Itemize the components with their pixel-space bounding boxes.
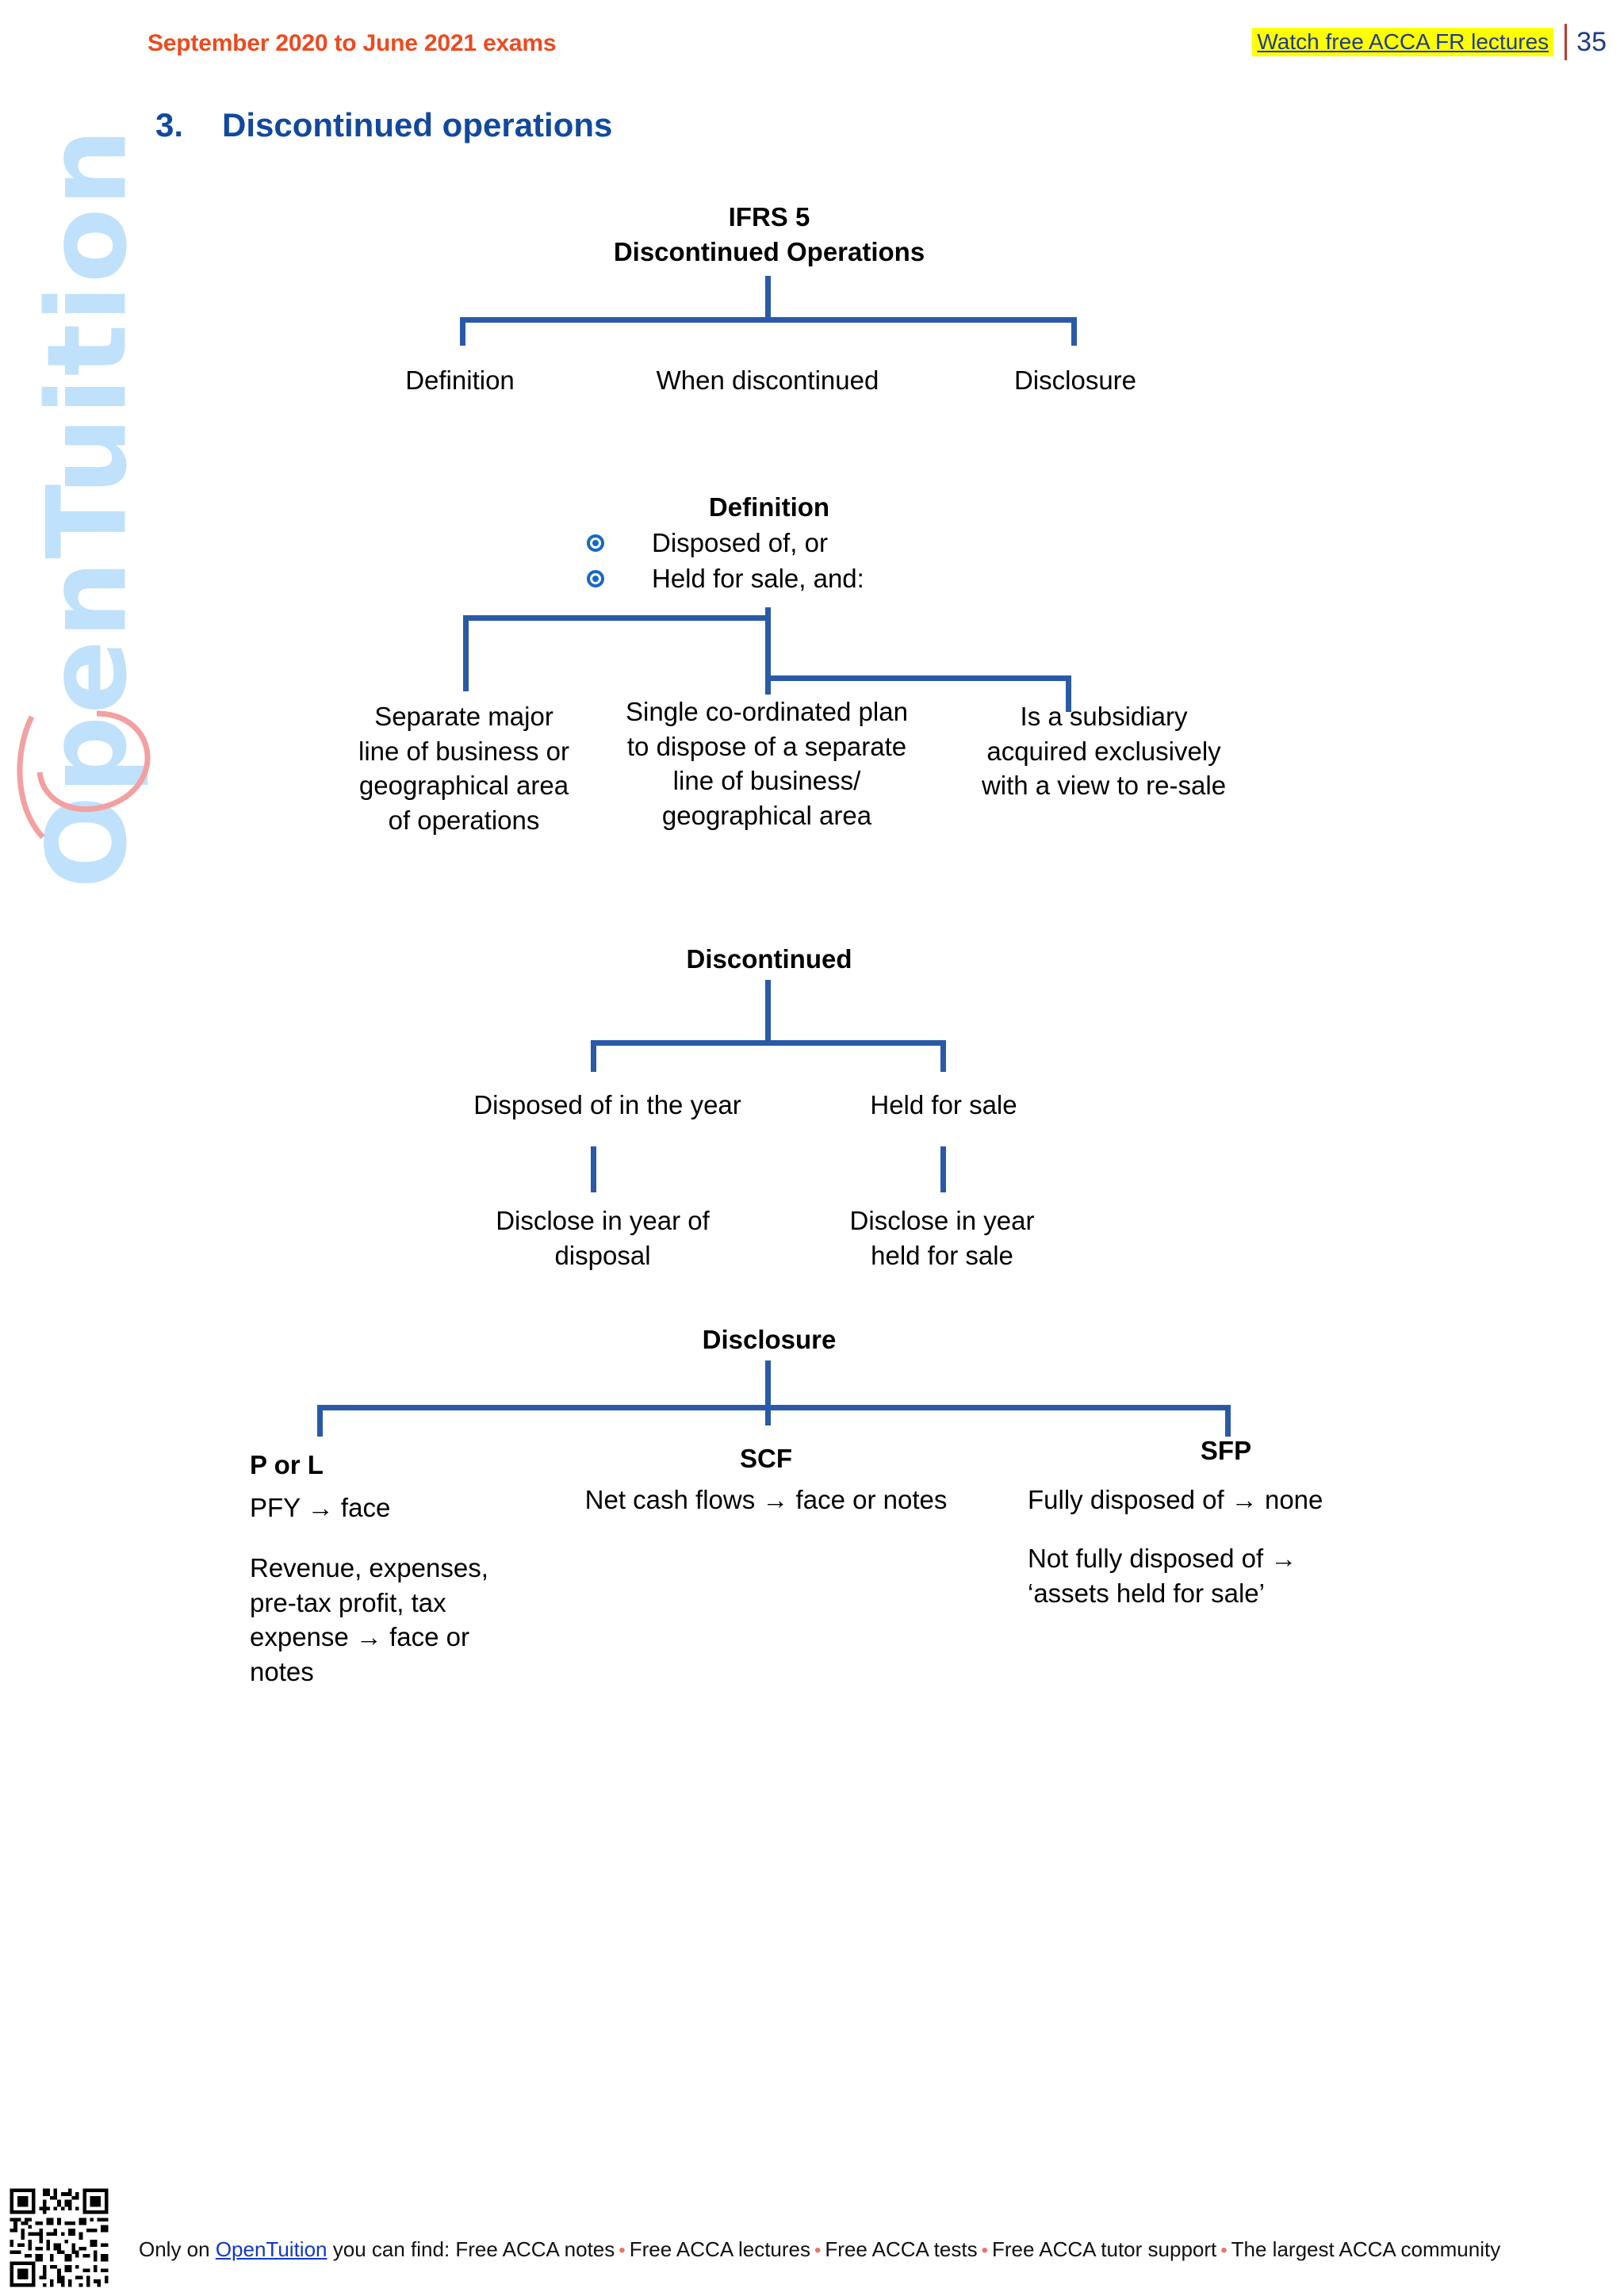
- tree4-col3-body-1: Fully disposed of → none: [1028, 1485, 1323, 1514]
- header-right-group: Watch free ACCA FR lectures 35: [1252, 24, 1607, 60]
- tree4-col1-heading: P or L: [250, 1450, 324, 1479]
- page-header: September 2020 to June 2021 exams Watch …: [0, 0, 1624, 76]
- watch-lectures-link[interactable]: Watch free ACCA FR lectures: [1252, 27, 1554, 57]
- footer-item-0: Free ACCA lectures: [629, 2237, 810, 2261]
- footer-suffix: you can find: Free ACCA notes: [327, 2237, 615, 2261]
- footer-item-3: The largest ACCA community: [1231, 2237, 1501, 2261]
- tree4-col1-body-2: Revenue, expenses, pre-tax profit, tax e…: [250, 1553, 488, 1686]
- tree3-crossbar: [591, 1040, 946, 1046]
- tree3-leaf-stem-right: [940, 1146, 946, 1192]
- page-number: 35: [1576, 27, 1607, 57]
- tree2-child-separate-major-line: Separate major line of business or geogr…: [358, 702, 569, 835]
- section-number: 3.: [155, 106, 184, 144]
- tree1-root-line2: Discontinued Operations: [613, 237, 925, 266]
- tree4-col2-heading: SCF: [740, 1444, 792, 1473]
- list-item: Held for sale, and:: [587, 565, 864, 591]
- qr-code-icon[interactable]: [6, 2185, 112, 2290]
- tree2-child-single-coordinated-plan: Single co-ordinated plan to dispose of a…: [626, 697, 908, 830]
- tree1-child-definition: Definition: [405, 365, 515, 395]
- footer-item-2: Free ACCA tutor support: [992, 2237, 1217, 2261]
- tree1-drop-left: [460, 317, 465, 346]
- tree3-leaf-disclose-year-disposal: Disclose in year of disposal: [496, 1206, 710, 1270]
- tree4-drop-left: [317, 1405, 323, 1437]
- tree2-crossbar-right: [765, 675, 1071, 681]
- tree3-leaf-disclose-year-held-for-sale: Disclose in year held for sale: [849, 1206, 1035, 1270]
- tree3-drop-left: [591, 1040, 596, 1072]
- tree4-col2-body-1: Net cash flows → face or notes: [584, 1485, 948, 1514]
- list-item: Disposed of, or: [587, 530, 864, 556]
- tree3-drop-right: [940, 1040, 946, 1072]
- tree1-stem: [765, 276, 771, 320]
- footer-separator: •: [814, 2240, 822, 2261]
- tree4-col3-heading: SFP: [1200, 1436, 1252, 1465]
- tree3-stem: [765, 980, 771, 1045]
- tree4-drop-right: [1225, 1405, 1231, 1437]
- footer-prefix: Only on: [139, 2237, 216, 2261]
- tree3-child-disposed-in-year: Disposed of in the year: [473, 1090, 741, 1119]
- definition-bullet-list: Disposed of, or Held for sale, and:: [587, 530, 864, 601]
- exam-period-label: September 2020 to June 2021 exams: [147, 30, 557, 56]
- tree1-child-when-discontinued: When discontinued: [656, 365, 879, 395]
- tree2-drop-left: [463, 615, 469, 691]
- list-item-label: Disposed of, or: [652, 528, 828, 557]
- tree2-drop-right: [1066, 675, 1071, 712]
- tree3-leaf-stem-left: [591, 1146, 596, 1192]
- tree1-crossbar: [460, 317, 1077, 323]
- footer-separator: •: [619, 2240, 626, 2261]
- opentuition-link[interactable]: OpenTuition: [215, 2237, 327, 2261]
- tree2-root-definition: Definition: [708, 492, 830, 522]
- bullet-point-icon: [587, 534, 604, 552]
- tree1-drop-right: [1071, 317, 1077, 346]
- tree4-crossbar: [317, 1405, 1231, 1410]
- tree2-crossbar-left: [463, 615, 771, 621]
- tree4-root-disclosure: Disclosure: [702, 1325, 837, 1354]
- header-divider: [1565, 24, 1568, 60]
- footer-separator: •: [981, 2240, 988, 2261]
- tree3-child-held-for-sale: Held for sale: [870, 1090, 1017, 1119]
- footer-separator: •: [1220, 2240, 1228, 2261]
- tree4-stem: [765, 1360, 771, 1425]
- tree2-stem: [765, 607, 771, 695]
- tree4-col3-body-2: Not fully disposed of → ‘assets held for…: [1028, 1544, 1297, 1608]
- tree2-child-subsidiary-for-resale: Is a subsidiary acquired exclusively wit…: [981, 702, 1227, 801]
- footer-item-1: Free ACCA tests: [825, 2237, 978, 2261]
- page-title: 3. Discontinued operations: [155, 106, 612, 144]
- tree1-child-disclosure: Disclosure: [1013, 365, 1137, 395]
- footer-tagline: Only on OpenTuition you can find: Free A…: [139, 2237, 1500, 2262]
- tree3-root-discontinued: Discontinued: [686, 944, 852, 974]
- bullet-point-icon: [587, 569, 604, 587]
- tree1-root-line1: IFRS 5: [728, 202, 810, 232]
- tree4-col1-body-1: PFY → face: [250, 1493, 391, 1522]
- section-title: Discontinued operations: [222, 106, 613, 144]
- list-item-label: Held for sale, and:: [652, 564, 864, 593]
- page-footer: Only on OpenTuition you can find: Free A…: [0, 2177, 1624, 2296]
